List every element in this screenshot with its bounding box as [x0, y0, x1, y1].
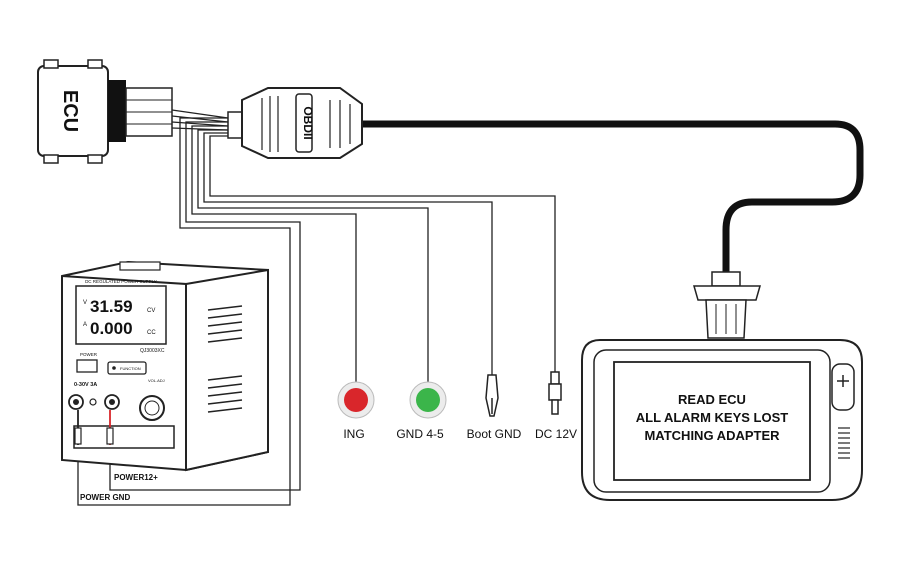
psu-function-label: FUNCTION — [120, 366, 141, 371]
psu-voltage-mode: CV — [147, 308, 155, 314]
label-power-gnd: POWER GND — [80, 493, 130, 502]
label-ing: ING — [343, 427, 364, 441]
psu-panel-title: DC REGULATED POWER SUPPLY — [85, 279, 157, 284]
psu-model: QJ3003XC — [140, 348, 165, 354]
adapter-line-2: ALL ALARM KEYS LOST — [636, 410, 788, 425]
label-gnd-4-5: GND 4-5 — [396, 427, 444, 441]
adapter-line-1: READ ECU — [678, 392, 746, 407]
obd-label: OBDII — [301, 106, 315, 139]
adapter-device: READ ECU ALL ALARM KEYS LOST MATCHING AD… — [581, 271, 863, 501]
psu-current-unit: A — [83, 322, 87, 328]
adapter-line-3: MATCHING ADAPTER — [644, 428, 780, 443]
psu-power-button[interactable] — [76, 359, 98, 373]
label-dc-12v: DC 12V — [535, 427, 577, 441]
dc-12v-plug — [548, 371, 562, 415]
psu-current-mode: CC — [147, 330, 156, 336]
ecu-unit: ECU — [37, 59, 173, 164]
psu-voltage-knob[interactable] — [139, 395, 165, 421]
psu-function-button[interactable] — [107, 361, 147, 375]
ecu-label: ECU — [59, 90, 81, 132]
label-power12: POWER12+ — [114, 473, 158, 482]
gnd-led — [416, 388, 440, 412]
thin-wires — [77, 109, 556, 506]
power-supply: DC REGULATED POWER SUPPLY V 31.59 CV A 0… — [61, 260, 269, 472]
psu-range-label: 0-30V 3A — [74, 382, 97, 388]
main-cable — [358, 120, 864, 276]
psu-vol-adj-label: VOL.ADJ — [148, 378, 165, 383]
ing-indicator — [337, 381, 375, 419]
obd-connector: OBDII — [227, 87, 363, 159]
psu-voltage-value: 31.59 — [90, 297, 133, 316]
psu-voltage-unit: V — [83, 300, 87, 306]
ing-led — [344, 388, 368, 412]
gnd-indicator — [409, 381, 447, 419]
psu-current-value: 0.000 — [90, 319, 133, 338]
label-boot-gnd: Boot GND — [467, 427, 522, 441]
psu-power-label: POWER — [80, 352, 98, 357]
boot-gnd-clip — [485, 374, 499, 417]
adapter-screen — [613, 361, 811, 481]
